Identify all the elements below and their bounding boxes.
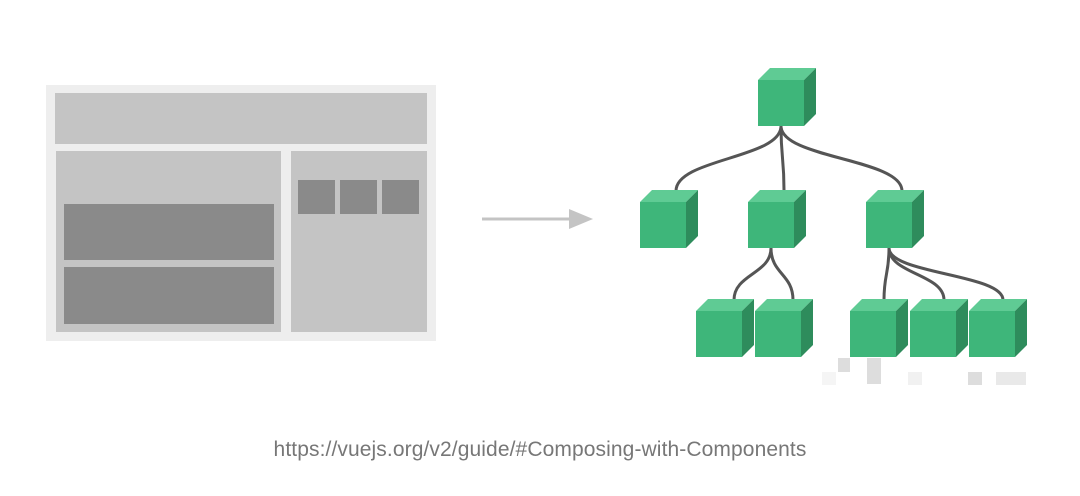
cube-front-face: [755, 311, 801, 357]
cube-front-face: [969, 311, 1015, 357]
layout-header: [55, 93, 427, 144]
source-url-caption: https://vuejs.org/v2/guide/#Composing-wi…: [273, 438, 807, 461]
layout-sidebar-block-1: [298, 180, 335, 214]
component-cube-root: [758, 68, 816, 126]
layout-sidebar-panel: [291, 151, 427, 332]
component-cube-child-3: [866, 190, 924, 248]
component-cube-grandchild-2: [755, 299, 813, 357]
tree-nodes: [640, 68, 1027, 357]
cube-front-face: [910, 311, 956, 357]
cube-side-face: [794, 190, 806, 248]
tree-connector: [779, 124, 904, 193]
layout-content-block-2: [64, 267, 274, 324]
artifact-block: [822, 372, 836, 385]
tree-connector: [887, 246, 946, 302]
component-cube-grandchild-4: [910, 299, 968, 357]
layout-sidebar-block-2: [340, 180, 377, 214]
tree-connectors: [674, 124, 1005, 302]
component-cube-grandchild-5: [969, 299, 1027, 357]
cube-top-face: [748, 190, 806, 202]
cube-front-face: [758, 80, 804, 126]
cube-side-face: [742, 299, 754, 357]
cube-side-face: [1015, 299, 1027, 357]
component-cube-grandchild-3: [850, 299, 908, 357]
layout-content-block-1: [64, 204, 274, 260]
layout-sidebar-block-3: [382, 180, 419, 214]
cube-top-face: [910, 299, 968, 311]
artifact-block: [968, 372, 982, 385]
artifact-block: [908, 372, 922, 385]
cube-front-face: [866, 202, 912, 248]
component-cube-child-1: [640, 190, 698, 248]
cube-side-face: [912, 190, 924, 248]
cube-top-face: [866, 190, 924, 202]
cube-top-face: [696, 299, 754, 311]
tree-connector: [882, 246, 891, 302]
cube-side-face: [896, 299, 908, 357]
arrow-head: [569, 209, 593, 229]
component-cube-child-2: [748, 190, 806, 248]
cube-side-face: [956, 299, 968, 357]
cube-front-face: [696, 311, 742, 357]
cube-front-face: [640, 202, 686, 248]
cube-front-face: [850, 311, 896, 357]
artifact-block: [996, 372, 1026, 385]
cube-top-face: [755, 299, 813, 311]
artifact-block: [838, 358, 850, 372]
cube-side-face: [686, 190, 698, 248]
cube-side-face: [801, 299, 813, 357]
arrow-right-icon: [482, 209, 593, 229]
bottom-artifacts: [822, 358, 1026, 385]
cube-top-face: [850, 299, 908, 311]
tree-connector: [769, 246, 795, 302]
cube-top-face: [640, 190, 698, 202]
cube-top-face: [969, 299, 1027, 311]
cube-top-face: [758, 68, 816, 80]
tree-connector: [674, 124, 783, 193]
artifact-block: [867, 358, 881, 384]
tree-connector: [732, 246, 773, 302]
component-cube-grandchild-1: [696, 299, 754, 357]
tree-connector: [779, 124, 786, 192]
cube-front-face: [748, 202, 794, 248]
cube-side-face: [804, 68, 816, 126]
tree-connector: [887, 246, 1005, 302]
page-layout-wireframe: [46, 85, 436, 341]
